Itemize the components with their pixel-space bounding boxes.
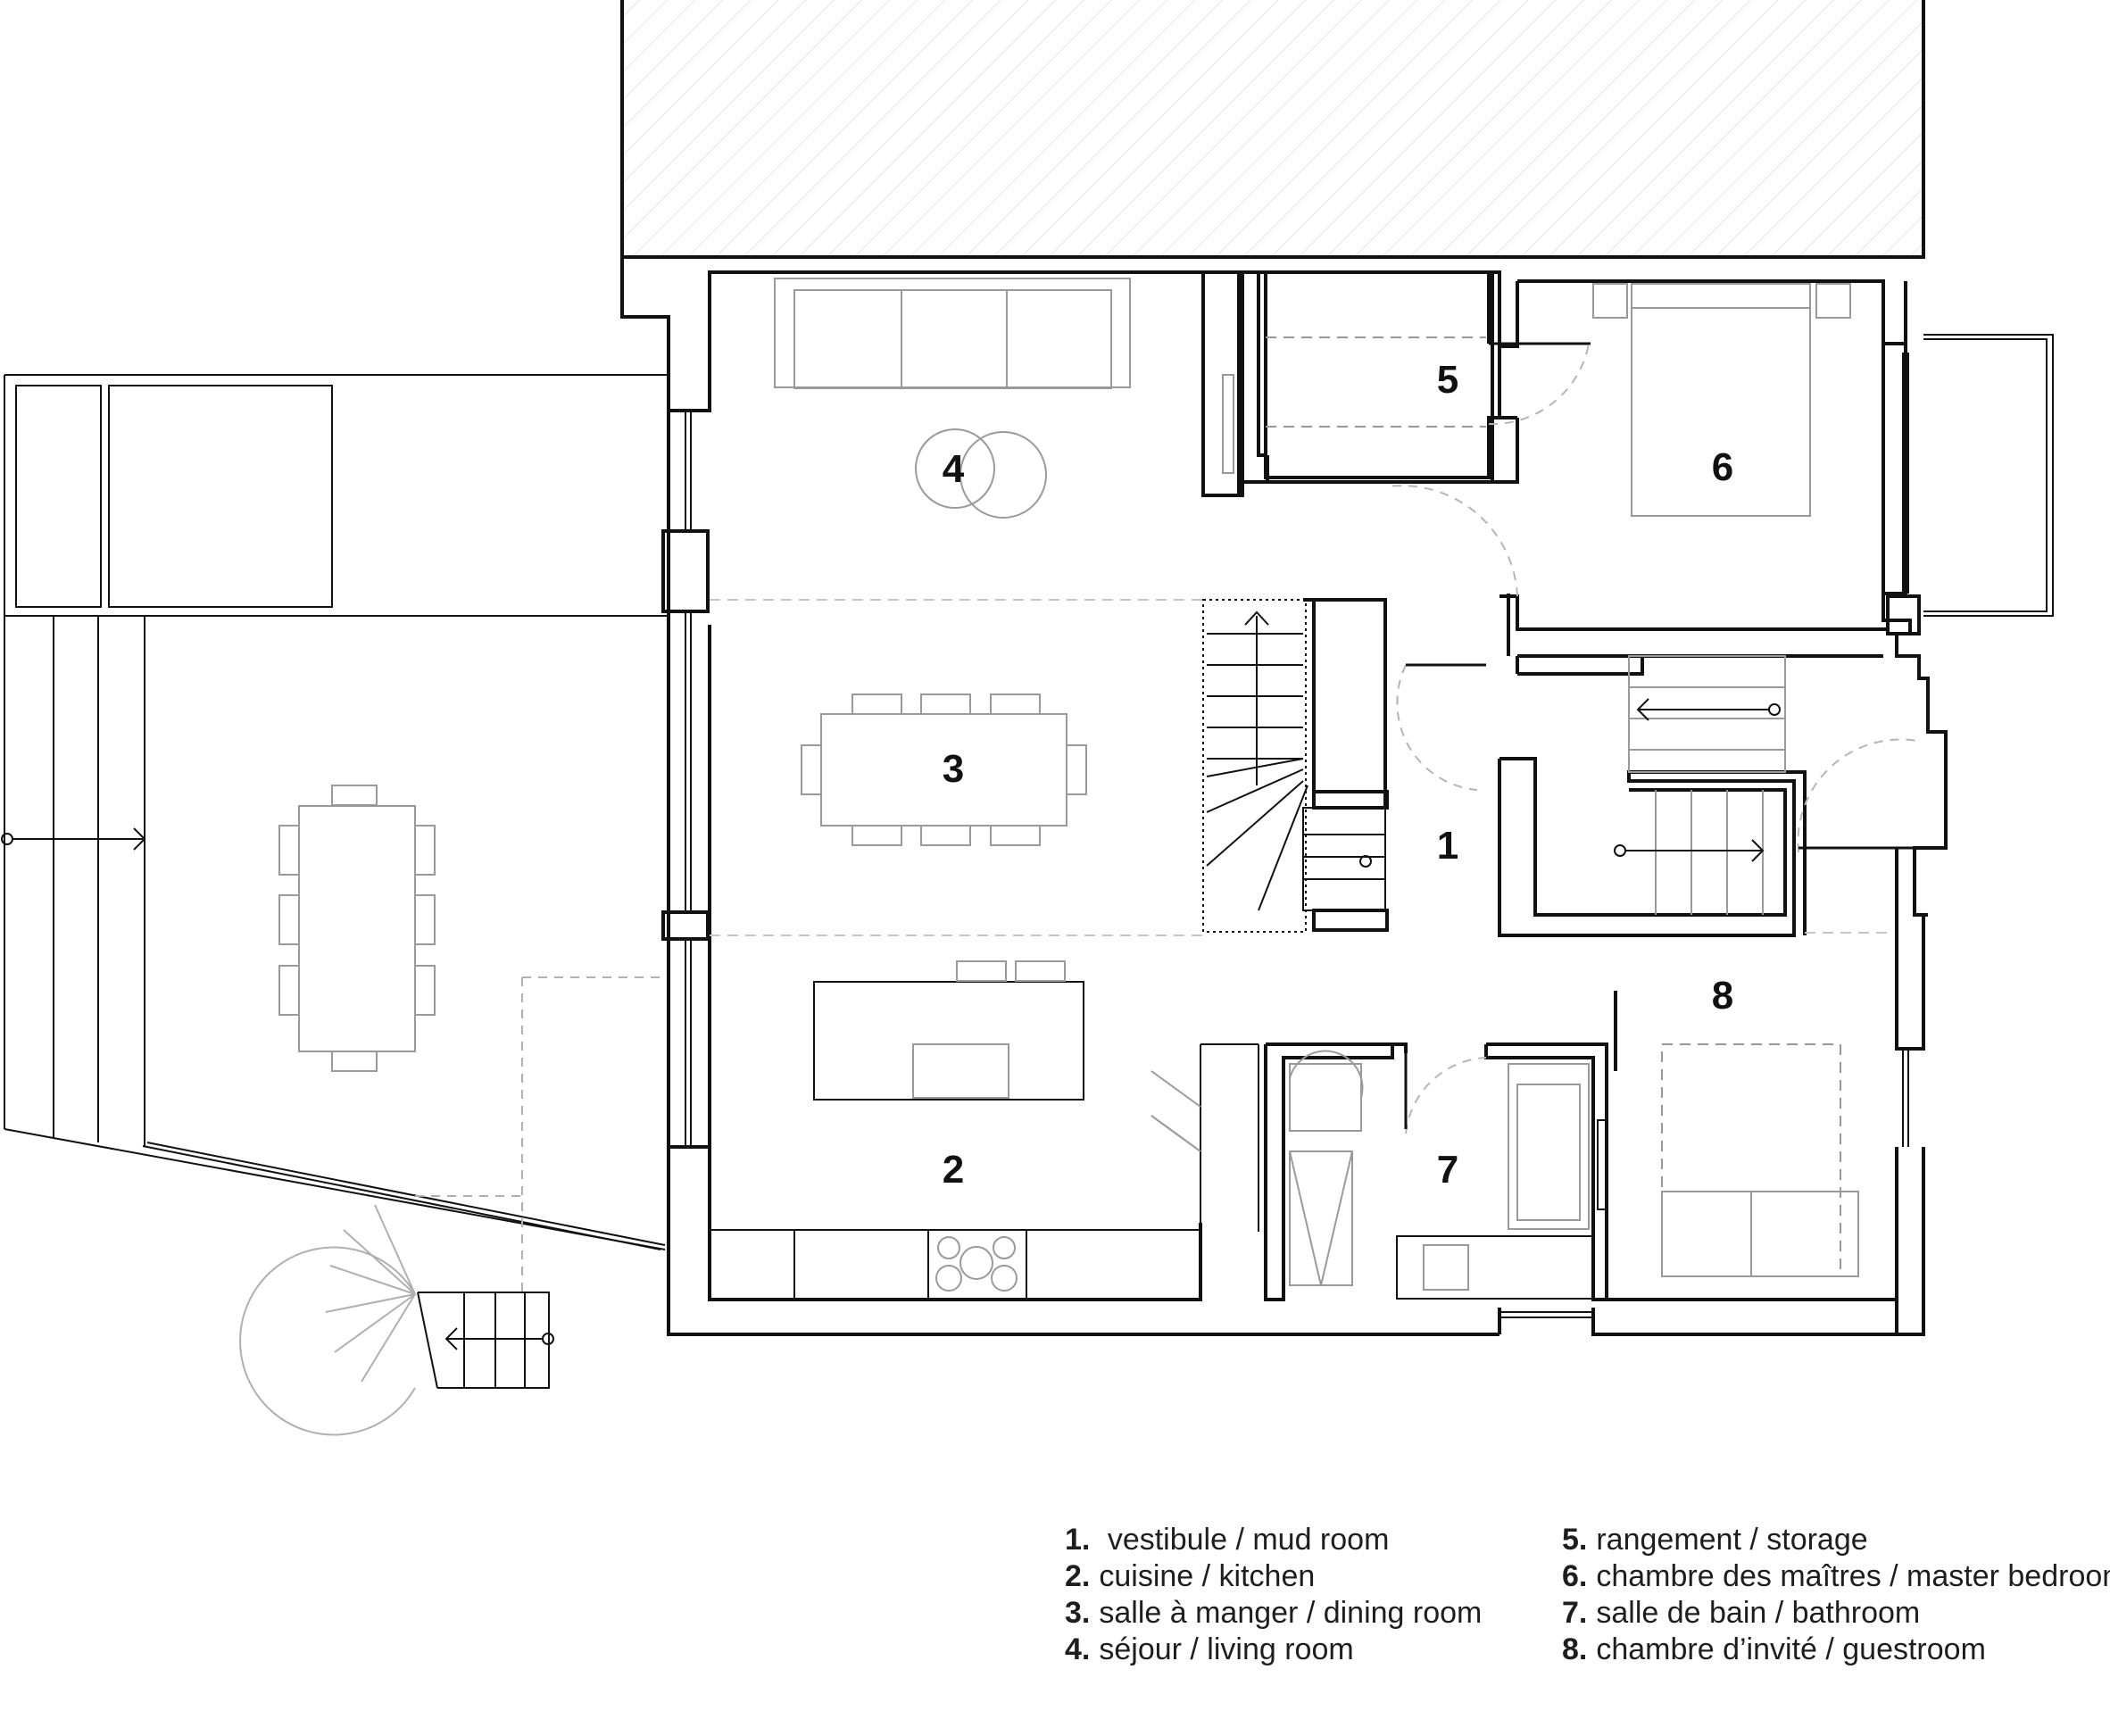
legend-number: 1.	[1065, 1523, 1091, 1557]
legend-number: 4.	[1065, 1632, 1091, 1666]
legend-item-5: 5.rangement / storage	[1562, 1522, 2110, 1558]
legend-right: 5.rangement / storage 6.chambre des maît…	[1562, 1522, 2110, 1668]
balcony	[1923, 334, 2054, 617]
legend-number: 6.	[1562, 1559, 1588, 1593]
legend-label: séjour / living room	[1099, 1632, 1354, 1666]
legend-item-8: 8.chambre d’invité / guestroom	[1562, 1632, 2110, 1668]
legend-number: 7.	[1562, 1596, 1588, 1630]
terrace	[4, 374, 669, 1250]
room-numbers: 1 2 3 4 5 6 7 8	[943, 358, 1733, 1192]
legend-label: cuisine / kitchen	[1099, 1559, 1316, 1593]
neighbour-building	[620, 0, 1925, 259]
door-swings	[1387, 343, 1918, 1134]
kitchen-furniture	[709, 960, 1259, 1300]
legend-number: 8.	[1562, 1632, 1588, 1666]
interior-stair	[1202, 599, 1386, 933]
master-furniture	[1266, 283, 1851, 517]
legend-label: chambre des maîtres / master bedroom	[1596, 1559, 2110, 1593]
room-number-1: 1	[1437, 824, 1458, 868]
legend-item-7: 7.salle de bain / bathroom	[1562, 1595, 2110, 1632]
legend-item-4: 4.séjour / living room	[1065, 1632, 1482, 1668]
legend-left: 1. vestibule / mud room 2.cuisine / kitc…	[1065, 1522, 1482, 1668]
room-number-2: 2	[943, 1148, 964, 1192]
terrace-arrow	[1, 827, 146, 851]
windows	[685, 353, 1909, 1318]
legend-item-3: 3.salle à manger / dining room	[1065, 1595, 1482, 1632]
legend-label: vestibule / mud room	[1107, 1523, 1390, 1557]
legend-label: chambre d’invité / guestroom	[1596, 1632, 1986, 1666]
zone-dividers	[710, 599, 1888, 936]
legend-item-1: 1. vestibule / mud room	[1065, 1522, 1482, 1558]
legend-number: 2.	[1065, 1559, 1091, 1593]
terrace-table	[278, 785, 436, 1072]
vestibule-stair	[1614, 655, 1786, 915]
room-number-4: 4	[943, 447, 965, 491]
legend-label: salle à manger / dining room	[1099, 1596, 1483, 1630]
legend-label: salle de bain / bathroom	[1596, 1596, 1921, 1630]
room-number-6: 6	[1712, 445, 1733, 489]
exterior-stair-straight	[417, 1292, 554, 1389]
legend-number: 5.	[1562, 1523, 1588, 1557]
dining-furniture	[801, 694, 1087, 846]
door-leaves	[1404, 342, 1915, 1129]
legend-number: 3.	[1065, 1596, 1091, 1630]
legend-item-2: 2.cuisine / kitchen	[1065, 1558, 1482, 1595]
guest-furniture	[1614, 991, 1859, 1277]
room-number-7: 7	[1437, 1148, 1458, 1192]
bathroom-fixtures	[1289, 1050, 1607, 1300]
room-number-5: 5	[1437, 358, 1458, 402]
legend-item-6: 6.chambre des maîtres / master bedroom	[1562, 1558, 2110, 1595]
legend-label: rangement / storage	[1596, 1523, 1868, 1557]
room-number-3: 3	[943, 747, 964, 791]
living-furniture	[774, 278, 1234, 519]
room-number-8: 8	[1712, 974, 1733, 1018]
exterior-stair	[239, 976, 665, 1436]
